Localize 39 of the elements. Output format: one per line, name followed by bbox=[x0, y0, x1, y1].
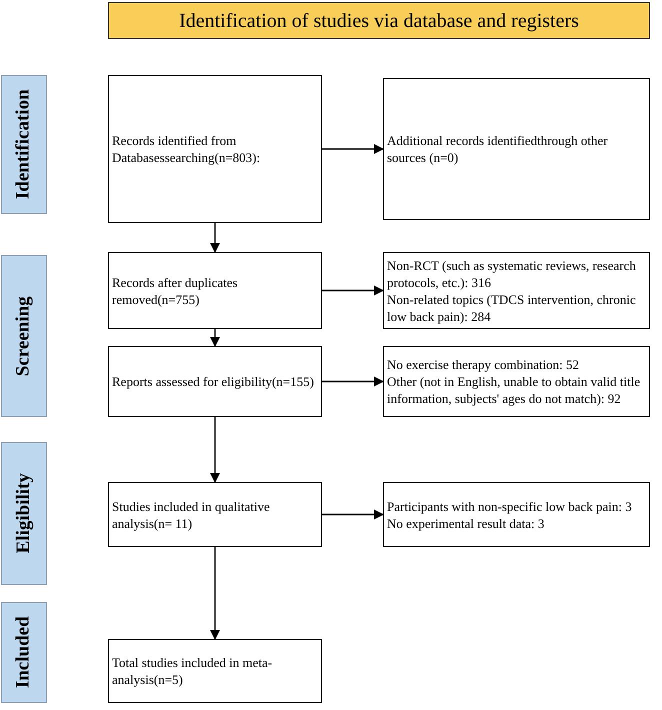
arrow bbox=[210, 329, 220, 347]
process-box bbox=[108, 75, 322, 223]
process-box bbox=[108, 482, 322, 547]
box-text: Non-related topics (TDCS intervention, chronic low back pain): 284 bbox=[387, 290, 637, 324]
stage-label: Identification bbox=[12, 90, 35, 200]
arrow bbox=[322, 376, 384, 386]
stage-label: Eligibility bbox=[12, 473, 35, 554]
arrow bbox=[210, 547, 220, 640]
box-text: Other (not in English, unable to obtain valid title information, subjects' ages do not match): 92 bbox=[387, 373, 642, 407]
arrow bbox=[210, 223, 220, 253]
process-box bbox=[383, 78, 650, 220]
process-box bbox=[383, 482, 650, 547]
arrow bbox=[322, 286, 384, 296]
stage-label: Screening bbox=[12, 296, 35, 376]
box-text: Additional records identifiedthrough other sources (n=0) bbox=[387, 132, 609, 166]
stage-band bbox=[1, 75, 47, 214]
box-text: Non-RCT (such as systematic reviews, research protocols, etc.): 316 bbox=[387, 256, 637, 290]
box-text: No experimental result data: 3 bbox=[387, 514, 546, 532]
stage-band bbox=[1, 602, 47, 703]
box-text: Records identified from Databasessearching(n=803): bbox=[112, 132, 262, 166]
stage-band bbox=[1, 442, 47, 585]
arrow bbox=[210, 417, 220, 483]
banner-text: Identification of studies via database and registers bbox=[179, 8, 579, 34]
process-box bbox=[108, 346, 322, 417]
process-box bbox=[108, 639, 322, 703]
arrow bbox=[322, 144, 384, 154]
stage-label: Included bbox=[12, 616, 35, 688]
box-text: Participants with non-specific low back pain: 3 bbox=[387, 498, 633, 514]
box-text: Records after duplicates removed(n=755) bbox=[112, 274, 239, 308]
stage-band bbox=[1, 255, 47, 417]
box-text: Studies included in qualitative analysis(n= 11) bbox=[112, 498, 271, 532]
arrow bbox=[322, 510, 384, 520]
process-box bbox=[383, 346, 650, 417]
box-text: Reports assessed for eligibility(n=155) bbox=[112, 373, 315, 390]
title-banner bbox=[108, 2, 650, 39]
box-text: No exercise therapy combination: 52 bbox=[387, 356, 580, 373]
box-text: Total studies included in meta-analysis(n=5) bbox=[112, 654, 274, 688]
process-box bbox=[383, 252, 650, 329]
process-box bbox=[108, 252, 322, 329]
